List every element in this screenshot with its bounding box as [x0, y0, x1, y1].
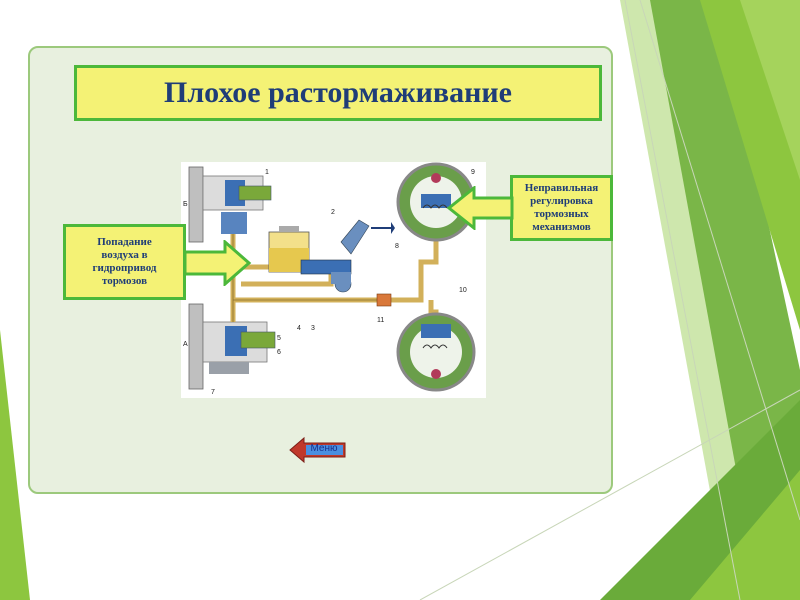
- slide-title-box: Плохое растормаживание: [74, 65, 602, 121]
- part-label-1a: 1: [265, 169, 269, 176]
- brake-fluid-reservoir: [268, 226, 310, 273]
- front-brake-caliper-bottom: [188, 303, 276, 390]
- rear-drum-brake-top: [396, 162, 476, 242]
- part-label-10: 10: [459, 287, 467, 294]
- part-labels: 1 2 3 4 5 6 7 8 9 10 11 А Б: [183, 169, 475, 396]
- callout-right-arrow-icon: [446, 186, 514, 230]
- menu-back-button[interactable]: Меню: [288, 436, 348, 464]
- callout-wrong-adjustment: Неправильная регулировка тормозных механ…: [510, 175, 613, 241]
- brake-system-diagram: 1 2 3 4 5 6 7 8 9 10 11 А Б: [181, 162, 486, 398]
- part-label-9: 9: [471, 169, 475, 176]
- part-label-7a: 7: [211, 389, 215, 396]
- brake-pedal: [331, 219, 395, 293]
- part-label-2: 2: [331, 209, 335, 216]
- slide-title: Плохое растормаживание: [163, 76, 513, 109]
- callout-air-in-hydraulics-text: Попадание воздуха в гидропривод тормозов: [92, 236, 157, 287]
- part-label-5: 5: [277, 335, 281, 342]
- part-label-11: 11: [377, 317, 384, 324]
- back-arrow-icon: [289, 436, 346, 464]
- pressure-regulator: [376, 293, 392, 307]
- rear-drum-brake-bottom: [396, 312, 476, 392]
- part-label-4: 4: [297, 325, 301, 332]
- part-label-8: 8: [395, 243, 399, 250]
- part-label-6: 6: [277, 349, 281, 356]
- front-brake-caliper-top: [188, 166, 272, 243]
- part-label-B: Б: [183, 201, 188, 208]
- part-label-A: А: [183, 341, 188, 348]
- callout-wrong-adjustment-text: Неправильная регулировка тормозных механ…: [524, 182, 599, 233]
- callout-left-arrow-icon: [183, 240, 252, 286]
- master-cylinder: [300, 259, 352, 275]
- part-label-3: 3: [311, 325, 315, 332]
- callout-air-in-hydraulics: Попадание воздуха в гидропривод тормозов: [63, 224, 186, 300]
- menu-button-label: Меню: [310, 443, 338, 454]
